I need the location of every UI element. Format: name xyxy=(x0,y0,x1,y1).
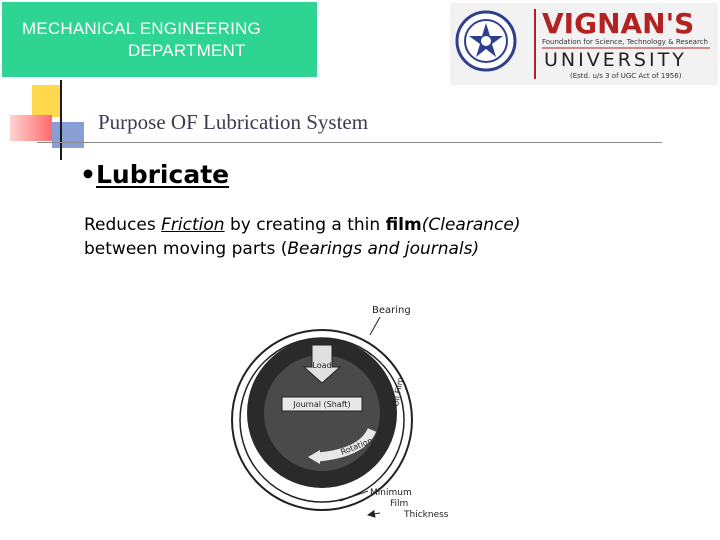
journal-inner xyxy=(264,355,380,471)
body-text-segment: between moving parts ( xyxy=(84,239,288,259)
film-term: film xyxy=(385,215,422,235)
university-subtitle: Foundation for Science, Technology & Res… xyxy=(542,38,708,46)
bearing-label: Bearing xyxy=(372,305,411,316)
title-divider xyxy=(37,142,662,143)
friction-term: Friction xyxy=(161,215,225,235)
decor-red-square xyxy=(10,115,52,141)
body-text-segment: by creating a thin xyxy=(224,215,386,235)
journal-label-box xyxy=(281,396,363,412)
journal-bearing-diagram: Load Journal (Shaft) Rotation Oil Film B… xyxy=(230,295,480,527)
load-label: Load xyxy=(312,361,331,370)
min-film-leader xyxy=(339,490,369,502)
bearings-journals-term: Bearings and journals) xyxy=(287,239,480,259)
university-word: UNIVERSITY xyxy=(544,49,687,71)
min-film-label-1: Minimum xyxy=(370,488,412,498)
min-film-arrow xyxy=(367,509,381,518)
department-banner: MECHANICAL ENGINEERING DEPARTMENT xyxy=(2,2,317,77)
bullet-heading: •Lubricate xyxy=(80,160,229,189)
rotation-arrow xyxy=(317,427,377,462)
decor-yellow-square xyxy=(32,85,60,117)
department-line-1: MECHANICAL ENGINEERING xyxy=(22,19,261,38)
decor-blue-square xyxy=(52,122,84,148)
bearing-leader xyxy=(369,316,381,336)
rotation-arrowhead xyxy=(308,450,320,464)
min-film-label-2: Film xyxy=(390,499,408,509)
body-text-segment: Reduces xyxy=(84,215,162,235)
university-logo: VIGNAN'S Foundation for Science, Technol… xyxy=(450,3,718,85)
bullet-text: Lubricate xyxy=(95,160,230,189)
min-film-label-3: Thickness xyxy=(403,510,449,520)
body-line-2: between moving parts (Bearings and journ… xyxy=(84,237,520,261)
slide-title: Purpose OF Lubrication System xyxy=(98,110,369,134)
load-arrow xyxy=(302,344,342,384)
bullet-dot: • xyxy=(80,160,96,189)
decor-vertical-line xyxy=(60,80,62,160)
university-name: VIGNAN'S xyxy=(542,7,694,40)
body-text: Reduces Friction by creating a thin film… xyxy=(84,213,520,261)
journal-label: Journal (Shaft) xyxy=(292,400,350,409)
university-note: (Estd. u/s 3 of UGC Act of 1956) xyxy=(570,72,682,80)
body-line-1: Reduces Friction by creating a thin film… xyxy=(84,213,520,237)
department-line-2: DEPARTMENT xyxy=(128,41,246,60)
clearance-term: (Clearance) xyxy=(421,215,521,235)
